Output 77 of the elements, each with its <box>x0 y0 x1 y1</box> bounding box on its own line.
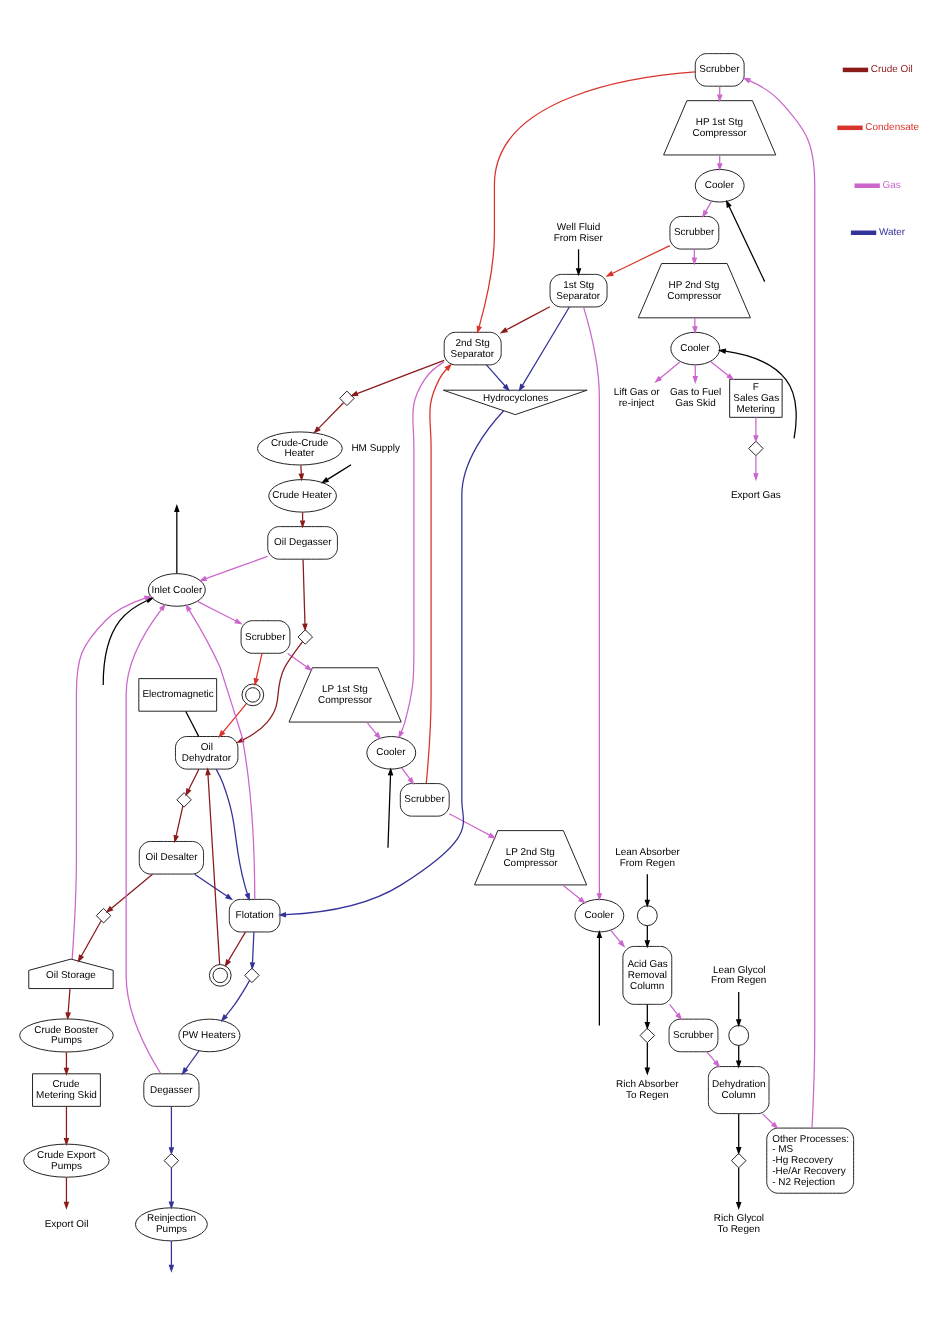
arrow <box>401 766 415 785</box>
arrow <box>181 1049 200 1075</box>
arrow <box>220 978 251 1021</box>
arrow <box>692 316 698 334</box>
arrow <box>278 409 505 917</box>
arrow <box>735 1166 742 1209</box>
arrow <box>249 930 256 970</box>
arrow <box>596 929 603 1026</box>
arrow <box>761 1112 779 1129</box>
arrow <box>742 76 816 1128</box>
arrow <box>575 247 582 276</box>
arrow <box>77 919 102 962</box>
arrow <box>425 362 453 783</box>
arrow <box>654 359 682 382</box>
arrow <box>485 363 510 391</box>
arrow <box>320 463 352 483</box>
arrow <box>702 199 713 218</box>
arrow <box>198 554 269 581</box>
arrow <box>253 651 263 686</box>
arrow <box>224 930 247 967</box>
connector <box>185 709 200 736</box>
arrow <box>313 401 345 433</box>
arrow <box>298 463 305 481</box>
arrow <box>725 198 766 282</box>
node-valve <box>297 628 314 644</box>
arrow <box>63 1175 70 1209</box>
node-valve <box>244 966 260 983</box>
arrow <box>562 883 586 903</box>
arrow <box>709 359 735 380</box>
arrow <box>499 305 551 333</box>
arrow <box>668 1002 683 1020</box>
arrow <box>193 872 234 900</box>
node-circle <box>728 1024 750 1045</box>
arrow <box>706 1050 721 1067</box>
arrow <box>168 1166 175 1209</box>
node-valve <box>163 1151 180 1168</box>
arrow <box>302 557 308 631</box>
node-valve <box>339 389 355 406</box>
arrow <box>185 602 256 899</box>
arrow <box>168 1104 175 1155</box>
arrow <box>185 767 200 796</box>
arrow <box>168 1239 175 1272</box>
arrow <box>105 872 154 913</box>
arrow <box>644 872 651 907</box>
arrow <box>398 360 445 738</box>
arrow <box>582 305 603 901</box>
node-circle <box>636 904 658 926</box>
arrow <box>610 928 626 947</box>
node-valve <box>176 791 192 807</box>
arrow <box>753 415 759 443</box>
arrow <box>644 1002 651 1029</box>
arrow <box>65 987 71 1020</box>
arrow <box>366 720 382 739</box>
node-valve <box>730 1151 747 1168</box>
arrow <box>205 766 221 964</box>
arrow <box>350 358 445 396</box>
arrow <box>174 503 180 574</box>
arrow <box>717 347 797 439</box>
arrow <box>218 702 247 737</box>
arrow <box>644 1041 651 1075</box>
arrow <box>287 651 313 671</box>
arrow <box>102 594 155 685</box>
arrow <box>753 454 759 481</box>
arrow <box>63 1104 70 1145</box>
arrow <box>448 812 497 838</box>
node-valve <box>748 439 764 456</box>
arrow <box>387 766 394 848</box>
arrow <box>735 1112 742 1155</box>
arrow <box>125 602 166 1074</box>
arrow <box>196 599 243 624</box>
arrow <box>605 243 671 276</box>
arrow <box>735 990 742 1027</box>
arrow <box>71 594 153 959</box>
arrow <box>215 767 250 901</box>
arrow <box>173 804 184 843</box>
arrow <box>518 305 570 391</box>
node-valve <box>639 1026 656 1043</box>
